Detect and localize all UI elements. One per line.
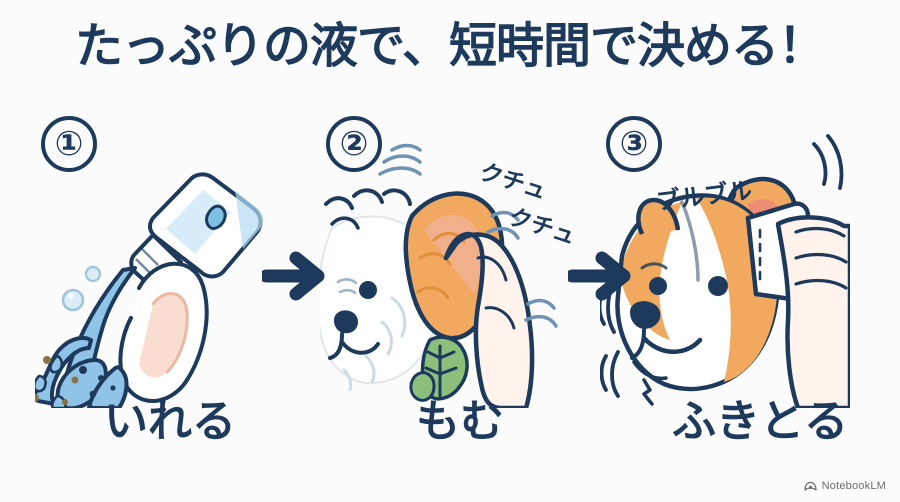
step-number-2: ② [326, 116, 382, 172]
ear-debris-specks [35, 356, 79, 405]
step-panel-1: ① [35, 108, 285, 408]
arrow-step1-to-step2 [262, 251, 325, 301]
dog-nose [334, 310, 358, 334]
step-panel-2: ② [320, 108, 570, 408]
liquid-stream [35, 266, 137, 408]
pouring-ear-cleaner-into-ear-illustration [35, 172, 264, 408]
step-number-1: ① [41, 116, 97, 172]
droplets [35, 354, 96, 408]
wiping-hand [775, 215, 850, 408]
captions-row: いれる もむ ふきとる [0, 396, 900, 468]
step-caption-3: ふきとる [672, 396, 848, 447]
step-caption-1: いれる [104, 396, 236, 447]
dog-eye-left [649, 277, 667, 295]
watermark: NotebookLM [803, 480, 886, 492]
dog-eye [359, 281, 377, 299]
arrow-step2-to-step3 [568, 251, 631, 301]
dog-ear-outline [118, 261, 209, 403]
step-number-3: ③ [606, 116, 662, 172]
watermark-label: NotebookLM [821, 480, 886, 492]
massaging-dog-ear-illustration [320, 143, 558, 408]
bubbles [61, 265, 102, 312]
title-bar: たっぷりの液で、短時間で決める！ [0, 20, 900, 73]
notebooklm-logo-icon [803, 481, 817, 491]
page-title: たっぷりの液で、短時間で決める！ [74, 18, 826, 74]
steps-row: ① [0, 108, 900, 408]
dog-nose [630, 301, 661, 329]
dog-eye-right [708, 276, 728, 296]
motion-lines [378, 143, 558, 328]
wiping-dog-ear-with-pad-illustration [600, 134, 850, 408]
green-leaves [409, 335, 469, 402]
step-panel-3: ③ [600, 108, 850, 408]
cleaner-bottle-icon [129, 172, 264, 287]
step-caption-2: もむ [416, 396, 504, 447]
massaging-hand [443, 231, 535, 408]
